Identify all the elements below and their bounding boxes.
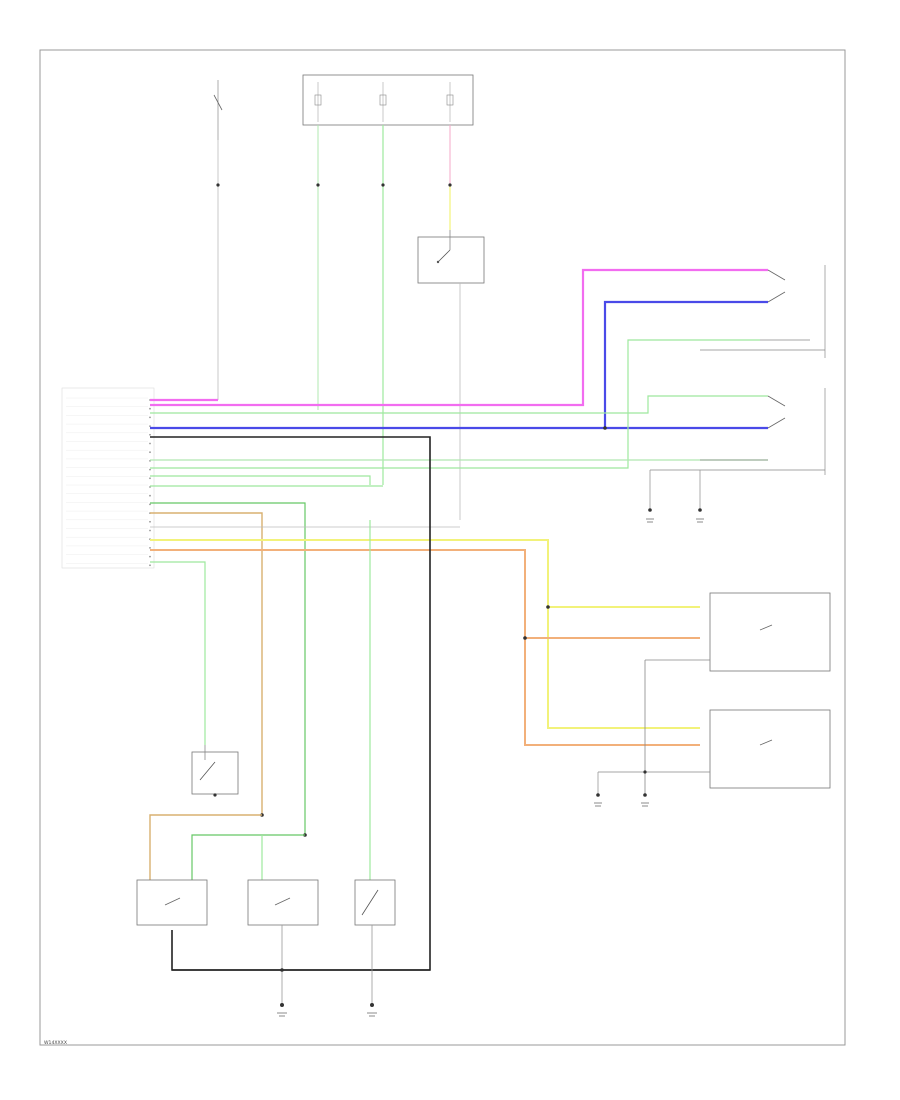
wire-tan [150,512,263,815]
connector-pin [149,416,151,419]
wire-pink [150,268,768,407]
fuse-relay-box [302,74,474,126]
left-lock-actuator [645,592,831,672]
wire-green-right-b [150,339,760,469]
wire-green-bottom-b [261,520,371,880]
wire-gray-bottom [281,925,373,1005]
right-lock-actuator [598,660,831,795]
wire-black-ground [150,436,431,971]
ground-bottom [277,1003,377,1017]
driver-lock-switch [136,879,208,926]
connector-pin [149,555,151,558]
trunk-switch [191,745,239,797]
wire-blue [150,300,768,430]
door-switch [417,230,485,284]
connector-pin [149,494,151,497]
wire-tan-bottom [149,814,262,880]
connector-pin [149,451,151,454]
passenger-lock-switch [247,879,319,926]
wire-yellow [150,539,700,729]
connector-pin [149,425,151,427]
key-switch [354,879,396,926]
wire-green-right-a [150,395,768,414]
connector-pin [149,433,151,436]
connector-pin [149,468,151,471]
control-unit-connector [61,387,155,569]
connector-pin [149,407,151,410]
diagram-code: W14XXXX [44,1040,67,1046]
front-door-switch-lower [650,388,826,475]
connector-pin [149,477,151,480]
hot-at-all-times-switch [213,80,223,140]
ground-upper-right [646,470,704,523]
connector-pin [149,520,151,523]
connector-pin [149,529,151,532]
ground-lower-right [594,770,649,807]
wire-green-mid [150,475,383,487]
connector-pin [149,503,151,506]
diagram-frame [39,49,846,1046]
wire-orange [150,549,700,746]
wire-green-dark [150,502,306,835]
connector-pin [149,564,151,567]
connector-pin [149,547,151,549]
connector-pin [149,442,151,445]
wire-green-bottom [191,834,305,880]
wire-green-left [150,561,206,745]
front-door-switch-upper [700,265,826,358]
